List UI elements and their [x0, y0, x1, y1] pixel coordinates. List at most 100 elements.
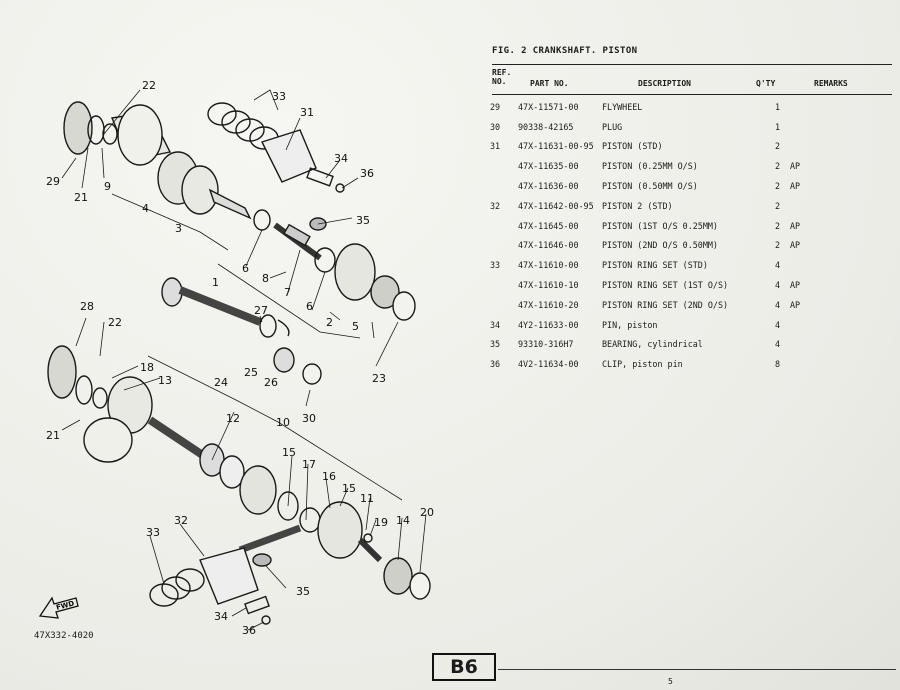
qty-cell: 4	[774, 319, 780, 330]
description-cell: PISTON (1ST O/S 0.25MM)	[602, 220, 718, 231]
page-number: 5	[668, 677, 673, 686]
callout-label: 4	[142, 202, 149, 215]
callout-label: 36	[242, 624, 256, 637]
callout-label: 14	[396, 514, 410, 527]
part-no-cell: 47X-11610-00	[518, 260, 579, 271]
table-row: 47X-11610-20 PISTON RING SET (2ND O/S) 4 AP	[486, 295, 830, 315]
upper-crank-assembly	[63, 101, 416, 321]
ref-cell: 34	[490, 319, 501, 330]
ref-cell: 29	[490, 101, 501, 112]
remarks-cell	[790, 354, 830, 374]
callout-label: 19	[374, 516, 388, 529]
description-cell: PISTON RING SET (1ST O/S)	[602, 280, 729, 291]
middle-crank-assembly	[161, 277, 322, 385]
callout-label: 16	[322, 470, 336, 483]
callout-label: 22	[108, 316, 122, 329]
callout-label: 31	[300, 106, 314, 119]
qty-cell: 4	[774, 260, 780, 271]
part-no-cell: 4V2-11634-00	[518, 359, 579, 370]
remarks-cell	[790, 255, 830, 275]
header-description: DESCRIPTION	[638, 79, 691, 88]
exploded-diagram: 22 33 31 29 21 9 34 36 4 3 35 6 8 1 7 28…	[0, 60, 470, 650]
qty-cell: 1	[774, 101, 780, 112]
description-cell: PISTON RING SET (STD)	[602, 260, 708, 271]
callout-label: 21	[46, 429, 60, 442]
callout-label: 9	[104, 180, 111, 193]
ref-cell: 33	[490, 260, 501, 271]
remarks-cell: AP	[790, 240, 801, 251]
qty-cell: 4	[774, 339, 780, 350]
qty-cell: 8	[774, 359, 780, 370]
remarks-cell: AP	[790, 161, 801, 172]
remarks-cell: AP	[790, 181, 801, 192]
callout-label: 6	[306, 300, 313, 313]
header-rule-top	[492, 64, 892, 65]
description-cell: BEARING, cylindrical	[602, 339, 703, 350]
part-no-cell: 90338-42165	[518, 121, 574, 132]
page-section-box: B6	[432, 653, 496, 681]
part-no-cell: 47X-11571-00	[518, 101, 579, 112]
ref-cell	[486, 176, 518, 196]
description-cell: FLYWHEEL	[602, 101, 643, 112]
qty-cell: 4	[774, 299, 780, 310]
callout-label: 33	[272, 90, 286, 103]
ref-cell: 35	[490, 339, 501, 350]
ref-cell	[486, 156, 518, 176]
qty-cell: 1	[774, 121, 780, 132]
ref-cell: 31	[490, 141, 501, 152]
description-cell: PISTON RING SET (2ND O/S)	[602, 299, 729, 310]
callout-label: 28	[80, 300, 94, 313]
remarks-cell: AP	[790, 280, 801, 291]
remarks-cell	[790, 97, 830, 117]
table-row: 35 93310-316H7 BEARING, cylindrical 4	[486, 335, 830, 355]
callout-label: 35	[356, 214, 370, 227]
part-no-cell: 47X-11610-20	[518, 299, 579, 310]
callout-label: 34	[334, 152, 348, 165]
part-no-cell: 93310-316H7	[518, 339, 574, 350]
remarks-cell	[790, 117, 830, 137]
callout-label: 10	[276, 416, 290, 429]
callout-label: 27	[254, 304, 268, 317]
part-no-cell: 47X-11642-00-95	[518, 200, 594, 211]
upper-piston-group	[207, 102, 345, 193]
remarks-cell: AP	[790, 299, 801, 310]
description-cell: PLUG	[602, 121, 623, 132]
part-no-cell: 47X-11646-00	[518, 240, 579, 251]
qty-cell: 2	[774, 161, 780, 172]
table-row: 29 47X-11571-00 FLYWHEEL 1	[486, 97, 830, 117]
remarks-cell	[790, 196, 830, 216]
ref-cell	[486, 216, 518, 236]
callout-label: 13	[158, 374, 172, 387]
callout-label: 7	[284, 286, 291, 299]
forward-arrow-icon: FWD	[38, 594, 80, 624]
callout-label: 2	[326, 316, 333, 329]
callout-label: 24	[214, 376, 228, 389]
header-part-no: PART NO.	[530, 79, 569, 88]
ref-cell	[486, 236, 518, 256]
description-cell: PISTON (0.50MM O/S)	[602, 181, 698, 192]
header-remarks: REMARKS	[814, 79, 848, 88]
callout-label: 35	[296, 585, 310, 598]
header-ref: REF. NO.	[492, 68, 512, 86]
figure-title: FIG. 2 CRANKSHAFT. PISTON	[492, 46, 638, 56]
leader-lines	[61, 89, 427, 631]
callout-label: 1	[212, 276, 219, 289]
qty-cell: 2	[774, 181, 780, 192]
description-cell: PISTON (STD)	[602, 141, 663, 152]
ref-cell	[486, 295, 518, 315]
description-cell: PISTON (2ND O/S 0.50MM)	[602, 240, 718, 251]
part-no-cell: 47X-11610-10	[518, 280, 579, 291]
part-no-cell: 47X-11631-00-95	[518, 141, 594, 152]
footer-rule	[498, 669, 896, 670]
callout-label: 20	[420, 506, 434, 519]
callout-labels: 22 33 31 29 21 9 34 36 4 3 35 6 8 1 7 28…	[46, 79, 434, 637]
remarks-cell	[790, 315, 830, 335]
